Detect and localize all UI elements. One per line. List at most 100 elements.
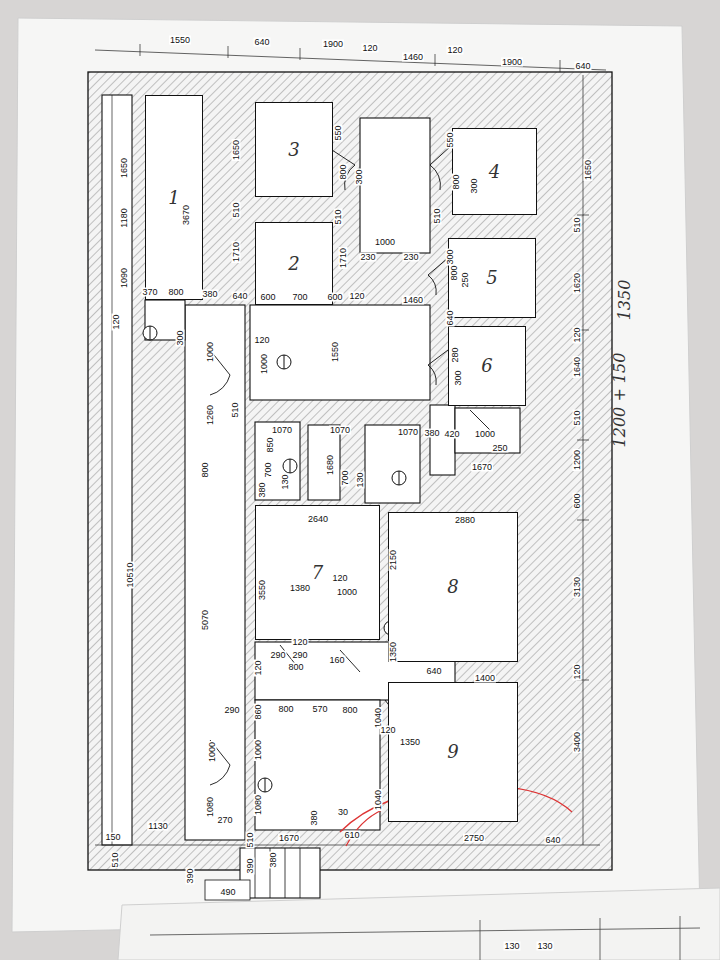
dimension-label: 1460 (402, 53, 424, 62)
dimension-label: 640 (231, 292, 248, 301)
paper-sheet (12, 18, 700, 932)
room-box: 6 (448, 326, 526, 406)
room-number: 3 (288, 141, 299, 159)
dimension-label: 370 (141, 288, 158, 297)
dimension-label: 1900 (322, 40, 344, 49)
dimension-label: 1080 (254, 794, 263, 816)
dimension-label: 10510 (126, 561, 135, 588)
dimension-label: 230 (402, 253, 419, 262)
dimension-label: 1900 (501, 58, 523, 67)
dimension-label: 700 (341, 469, 350, 486)
dimension-label: 800 (341, 706, 358, 715)
dimension-label: 1460 (402, 296, 424, 305)
dimension-label: 270 (216, 816, 233, 825)
dimension-label: 3550 (258, 579, 267, 601)
dimension-label: 3670 (182, 204, 191, 226)
dimension-label: 30 (337, 808, 349, 817)
handwritten-note: 1200 + 150 (612, 352, 628, 449)
dimension-label: 800 (452, 173, 461, 190)
dimension-label: 290 (223, 706, 240, 715)
dimension-label: 380 (310, 809, 319, 826)
fixture-symbols (143, 201, 406, 792)
dimension-label: 120 (573, 663, 582, 680)
room-number: 6 (481, 357, 492, 375)
dimension-label: 570 (311, 705, 328, 714)
dimension-label: 380 (269, 851, 278, 868)
dimension-label: 160 (328, 656, 345, 665)
room-box: 8 (388, 512, 518, 662)
dimension-label: 1000 (208, 741, 217, 763)
dimension-label: 130 (356, 471, 365, 488)
dimension-label: 1680 (326, 454, 335, 476)
dimension-label: 1400 (474, 674, 496, 683)
dimension-label: 250 (491, 444, 508, 453)
dimension-label: 510 (246, 831, 255, 848)
dimension-label: 120 (253, 336, 270, 345)
dimension-label: 1380 (289, 584, 311, 593)
dimension-label: 120 (573, 326, 582, 343)
dimension-label: 120 (361, 44, 378, 53)
dimension-label: 1670 (278, 834, 300, 843)
dimension-label: 5070 (201, 609, 210, 631)
dimension-label: 800 (450, 264, 459, 281)
dimension-label: 130 (503, 942, 520, 951)
dimension-label: 510 (573, 409, 582, 426)
dimension-label: 1040 (374, 789, 383, 811)
dimension-label: 490 (219, 888, 236, 897)
dimension-label: 800 (201, 461, 210, 478)
dimension-label: 640 (425, 667, 442, 676)
dimension-label: 1710 (339, 247, 348, 269)
room-box: 4 (452, 128, 537, 215)
dimension-label: 510 (232, 201, 241, 218)
dimension-label: 1070 (397, 428, 419, 437)
open-spaces (102, 95, 520, 898)
dimension-label: 300 (355, 168, 364, 185)
dimension-label: 550 (334, 124, 343, 141)
dimension-label: 2750 (463, 834, 485, 843)
dimension-label: 3400 (573, 731, 582, 753)
dimension-label: 800 (167, 288, 184, 297)
dimension-label: 1000 (474, 430, 496, 439)
dimension-label: 860 (254, 703, 263, 720)
dimension-label: 1000 (206, 341, 215, 363)
dimension-label: 1350 (399, 738, 421, 747)
dimension-label: 1180 (120, 207, 129, 228)
dimension-label: 1000 (374, 238, 396, 247)
room-number: 9 (447, 743, 458, 761)
dimension-label: 2640 (307, 515, 329, 524)
dimension-label: 390 (246, 857, 255, 874)
dimension-label: 280 (451, 346, 460, 363)
dimension-label: 300 (454, 369, 463, 386)
dimension-label: 120 (348, 292, 365, 301)
dimension-label: 2150 (389, 549, 398, 571)
dimension-label: 510 (573, 216, 582, 233)
dimension-label: 550 (446, 131, 455, 148)
dimension-label: 380 (258, 481, 267, 498)
dimension-label: 1640 (573, 356, 582, 378)
dimension-label: 120 (291, 638, 308, 647)
dimension-label: 700 (291, 293, 308, 302)
dimension-label: 390 (186, 867, 195, 884)
room-box: 7 (255, 505, 380, 640)
second-sheet-lines (150, 916, 700, 960)
dimension-label: 300 (446, 248, 455, 265)
dimension-label: 640 (253, 38, 270, 47)
dimension-label: 700 (264, 461, 273, 478)
dimension-label: 3130 (573, 576, 582, 598)
dimension-label: 1650 (584, 159, 593, 181)
dimension-label: 800 (277, 705, 294, 714)
dimension-label: 120 (331, 574, 348, 583)
dimension-label: 600 (326, 293, 343, 302)
room-number: 1 (168, 189, 179, 207)
dimension-label: 510 (334, 208, 343, 225)
dimension-label: 640 (544, 836, 561, 845)
dimension-label: 800 (287, 663, 304, 672)
dimension-label: 130 (536, 942, 553, 951)
dimension-label: 250 (461, 271, 470, 288)
room-number: 5 (486, 269, 497, 287)
dimension-label: 600 (259, 293, 276, 302)
dimension-label: 1350 (389, 641, 398, 663)
dimension-label: 2880 (454, 516, 476, 525)
dimension-label: 380 (201, 290, 218, 299)
